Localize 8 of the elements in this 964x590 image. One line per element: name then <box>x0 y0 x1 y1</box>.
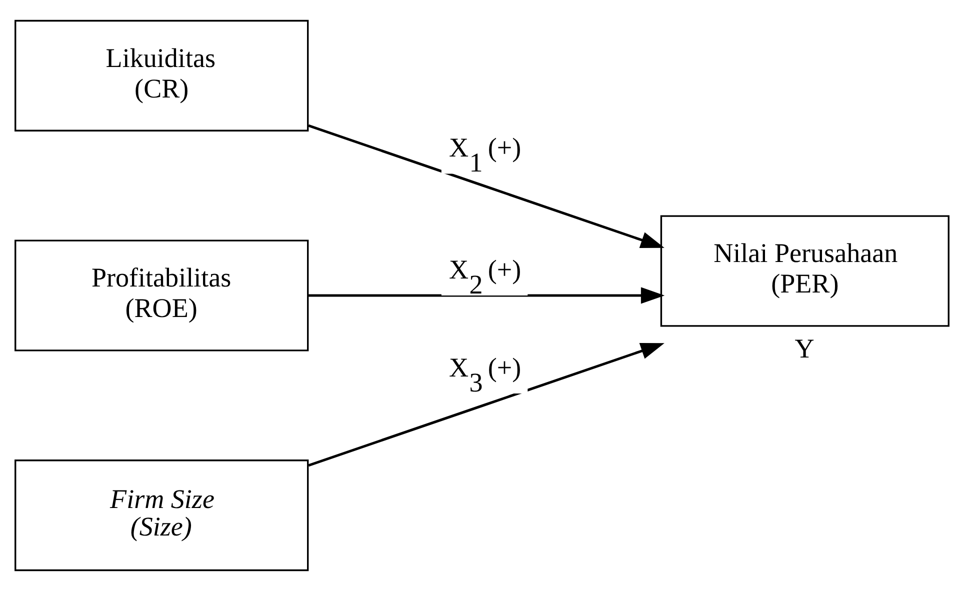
node-box: Profitabilitas (ROE) <box>14 239 309 351</box>
node-label: Y <box>794 333 814 364</box>
node-box: Likuiditas (CR) <box>14 19 309 131</box>
arrow <box>308 286 665 304</box>
node-box: Firm Size (Size) <box>14 459 309 571</box>
node-box: Nilai Perusahaan (PER) <box>660 214 950 326</box>
arrow <box>308 342 664 466</box>
arrow <box>308 124 664 248</box>
